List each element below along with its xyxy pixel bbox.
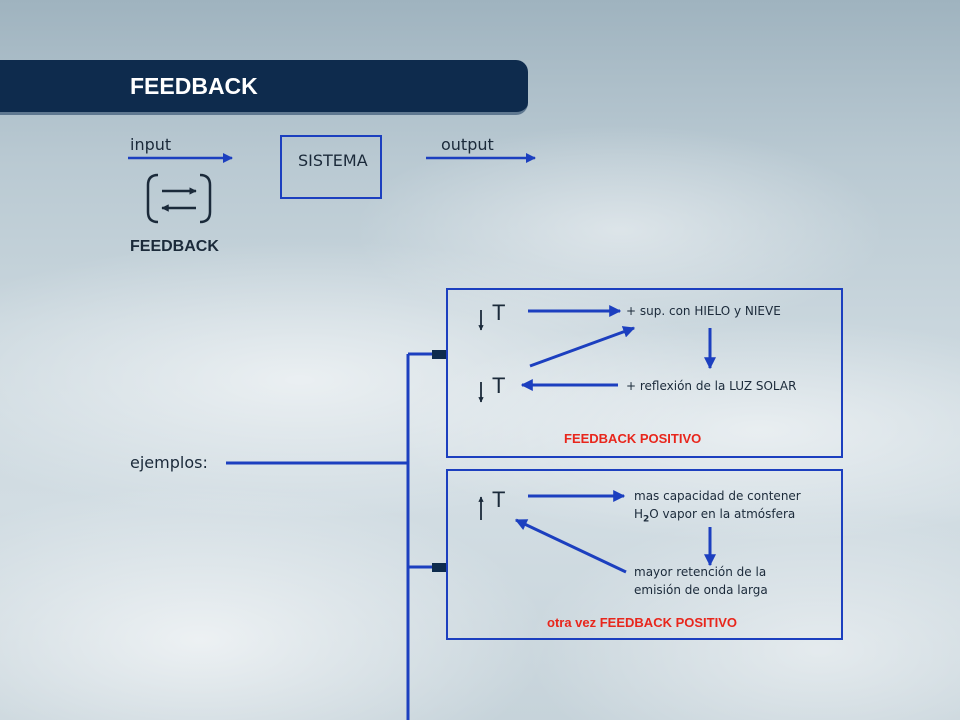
h-symbol: H (634, 507, 644, 521)
effect-water-vapor-line1: mas capacidad de contener (634, 489, 801, 503)
effect-ice-snow: + sup. con HIELO y NIEVE (626, 304, 781, 318)
bracket-connector-1 (432, 350, 446, 359)
arrow-back-to-T (514, 518, 627, 574)
vapor-text: O vapor en la atmósfera (649, 507, 796, 521)
effect-water-vapor-line2: H2O vapor en la atmósfera (634, 505, 801, 528)
feedback-label: FEEDBACK (130, 238, 219, 255)
bracket-connector-2 (432, 563, 446, 572)
output-label: output (441, 135, 494, 154)
effect-water-vapor: mas capacidad de contener H2O vapor en l… (634, 487, 801, 528)
subscript-two: 2 (643, 514, 650, 525)
feedback-loop-icon (146, 173, 212, 224)
slide-title: FEEDBACK (130, 73, 258, 99)
effect-longwave: mayor retención de la emisión de onda la… (634, 563, 768, 599)
examples-label: ejemplos: (130, 453, 208, 472)
system-label: SISTEMA (298, 151, 368, 170)
feedback-positive-again-label: otra vez FEEDBACK POSITIVO (547, 615, 737, 630)
example-box-1 (446, 288, 843, 458)
system-box (280, 135, 382, 199)
effect-solar-reflection: + reflexión de la LUZ SOLAR (626, 379, 797, 393)
temperature-label-1a: T (492, 300, 506, 325)
input-label: input (130, 135, 172, 154)
feedback-positive-label: FEEDBACK POSITIVO (564, 431, 702, 446)
temperature-label-1b: T (492, 373, 506, 398)
example-box-2 (446, 469, 843, 640)
temperature-label-2: T (492, 487, 506, 512)
diagonal-arrow (529, 326, 636, 368)
effect-longwave-line2: emisión de onda larga (634, 583, 768, 597)
effect-longwave-line1: mayor retención de la (634, 565, 767, 579)
title-banner (0, 60, 528, 115)
